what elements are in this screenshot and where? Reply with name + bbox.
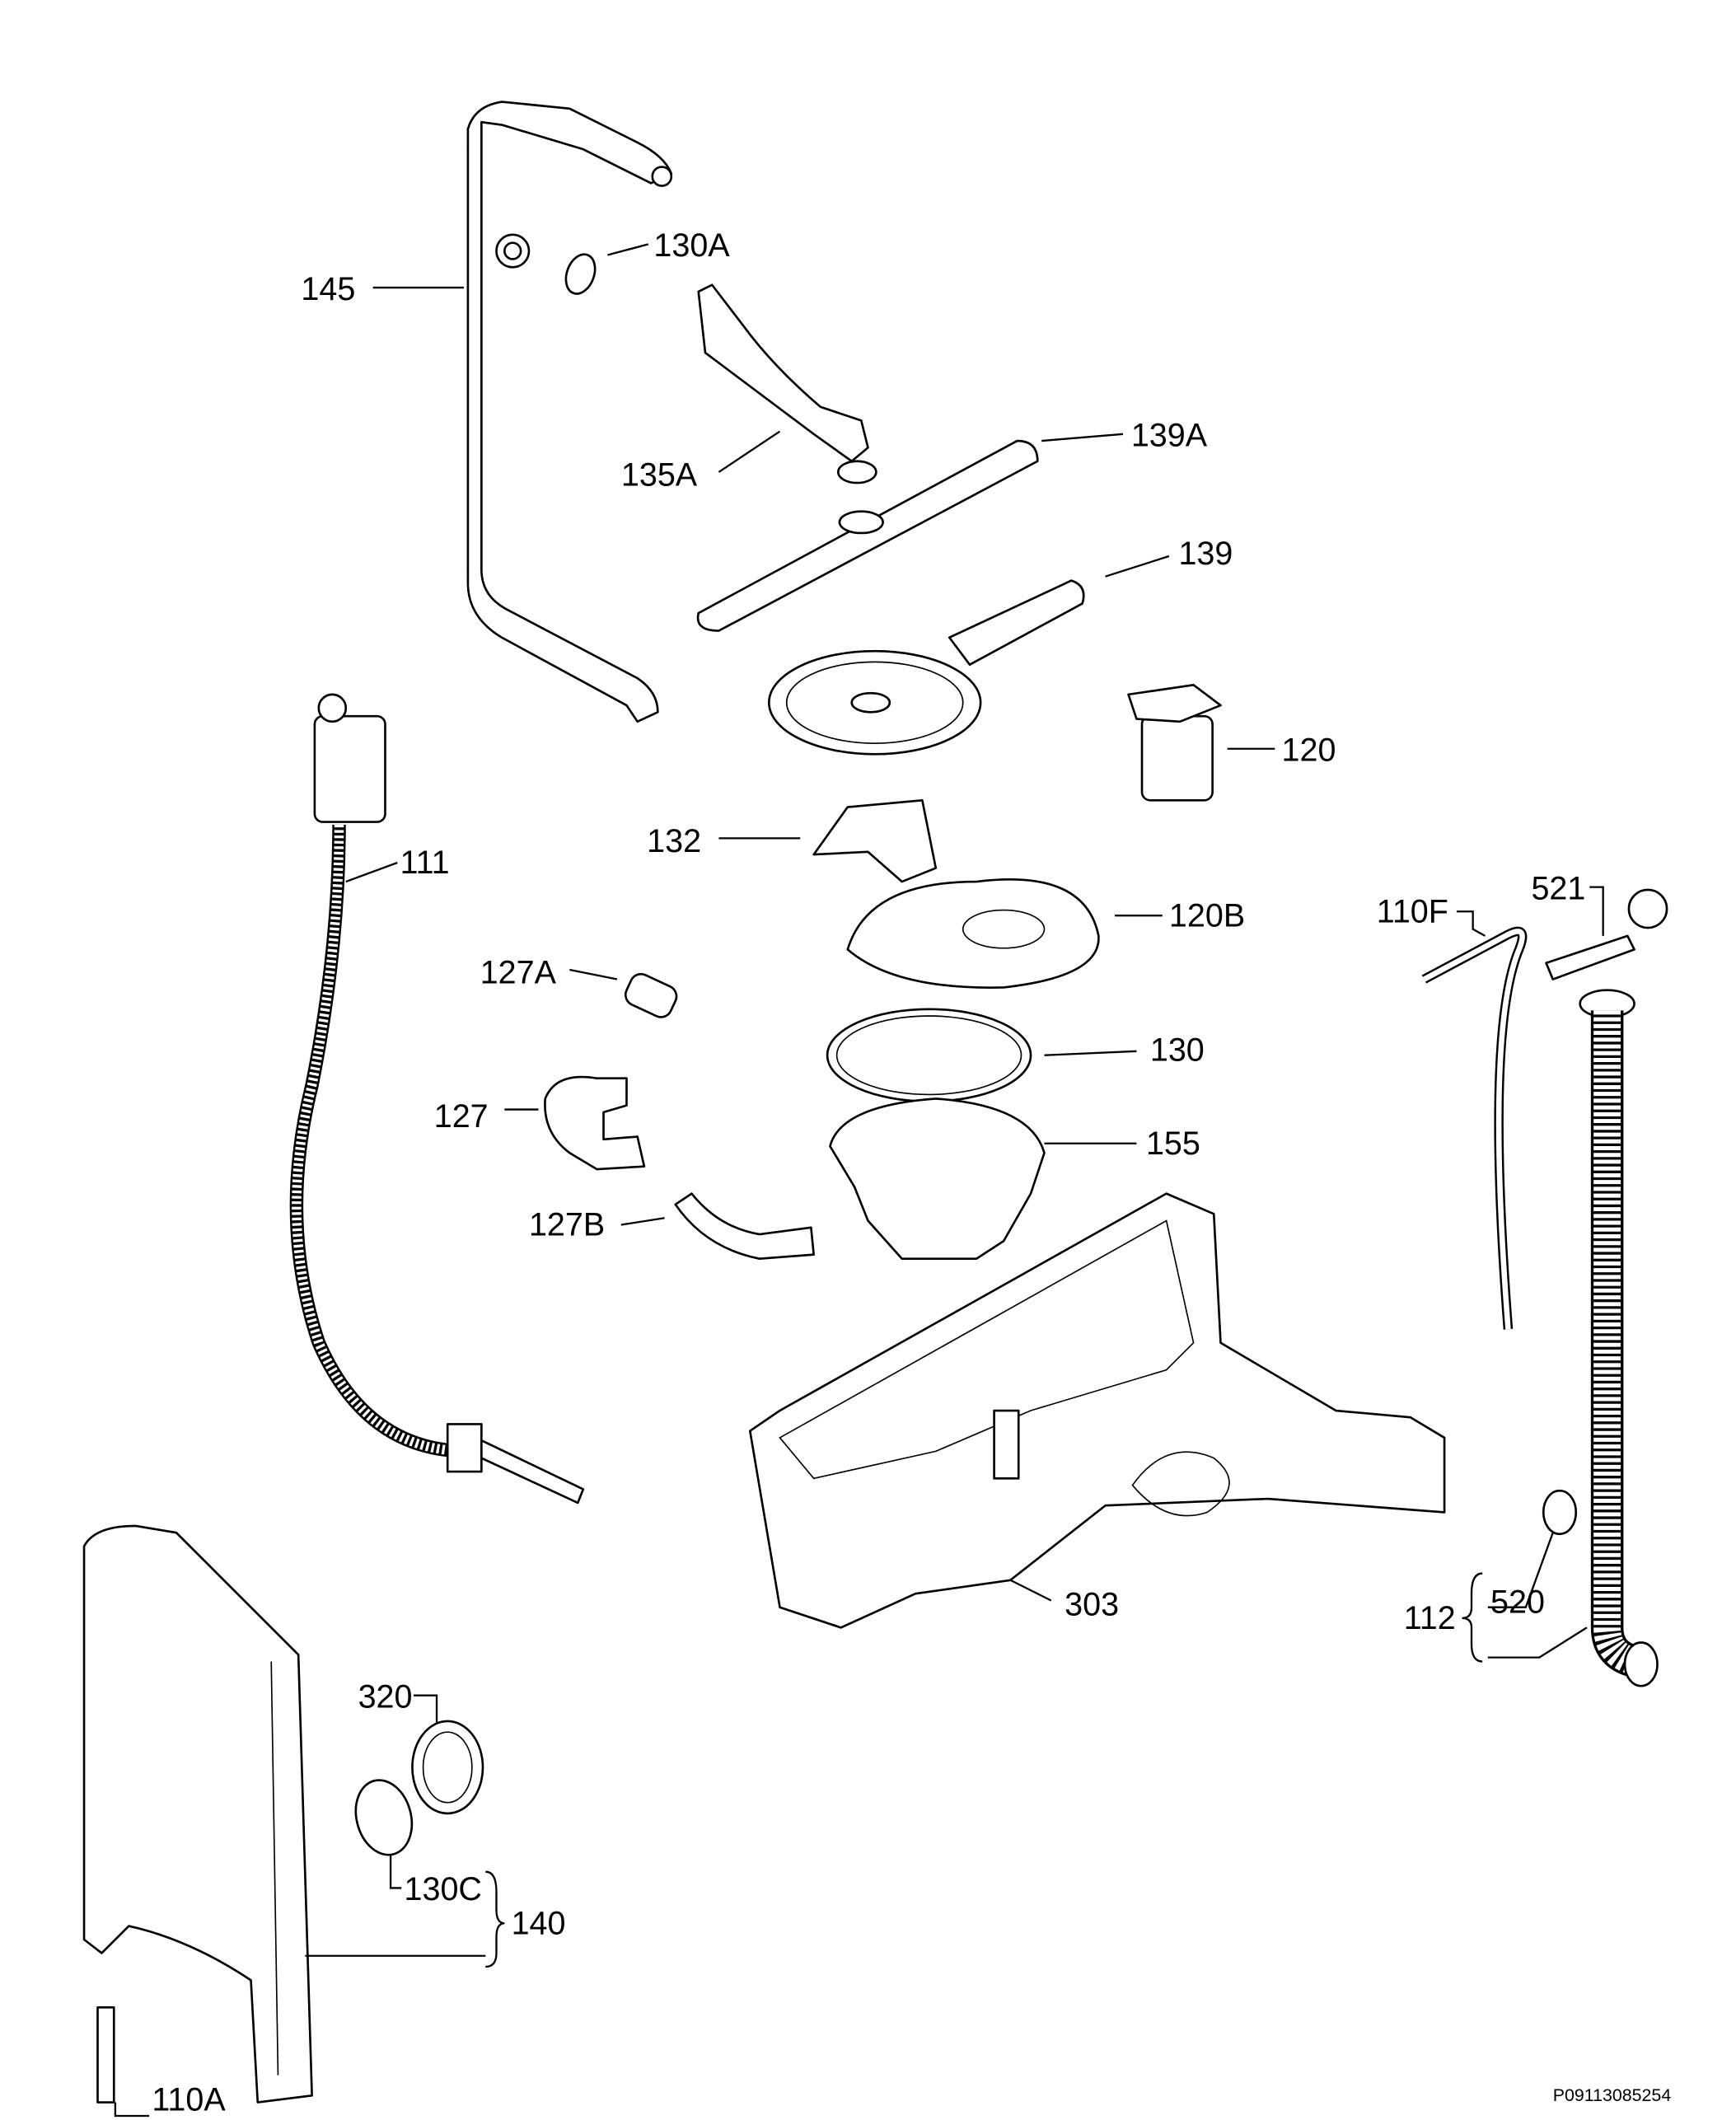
part-145-supply-pipe — [466, 101, 673, 723]
callout-303: 303 — [1065, 1587, 1119, 1623]
part-112-inlet-hose — [1542, 989, 1659, 1687]
part-140-side-cover — [82, 1524, 313, 2104]
callout-520: 520 — [1490, 1584, 1545, 1620]
callout-521: 521 — [1531, 870, 1585, 906]
callout-155: 155 — [1146, 1126, 1200, 1162]
callout-139: 139 — [1178, 536, 1233, 572]
callout-110A: 110A — [152, 2081, 226, 2118]
callout-140: 140 — [512, 1905, 566, 1941]
drawing-number: P09113085254 — [1553, 2085, 1672, 2105]
callout-135A: 135A — [621, 456, 698, 493]
part-120B-filter-plate — [846, 878, 1100, 989]
part-127B-hose — [674, 1192, 815, 1260]
callout-132: 132 — [647, 823, 701, 859]
callout-112: 112 — [1404, 1600, 1456, 1636]
callout-320: 320 — [358, 1679, 413, 1715]
part-130-seal — [826, 1008, 1032, 1103]
part-110F-tube — [1421, 926, 1528, 1330]
part-303-base-tub — [748, 1192, 1446, 1629]
part-155-sump — [829, 1097, 1046, 1260]
part-520-nut — [1542, 1489, 1578, 1536]
part-320-ring — [411, 1720, 484, 1815]
leader-lines — [114, 243, 1604, 2118]
callout-130C: 130C — [405, 1871, 482, 1907]
spray-arm-hub — [838, 510, 884, 535]
callout-labels: 145 130A 135A 139A 139 120 111 132 120B … — [152, 227, 1671, 2118]
part-139-lower-spray-arm — [768, 579, 1085, 756]
part-111-drain-hose — [289, 693, 585, 1505]
part-521-clip — [1545, 888, 1668, 980]
part-127A-fitting — [624, 972, 678, 1018]
seal-inner — [835, 1015, 1022, 1096]
callout-145: 145 — [301, 271, 355, 307]
callout-120: 120 — [1282, 732, 1336, 769]
callout-130A: 130A — [653, 227, 730, 264]
callout-127B: 127B — [529, 1207, 605, 1243]
part-132-bracket — [812, 798, 938, 883]
callout-127A: 127A — [480, 954, 557, 990]
part-120-filter — [1127, 684, 1222, 802]
part-139A-upper-spray-arm — [696, 439, 1039, 632]
part-130A-seal — [564, 253, 597, 295]
callout-110F: 110F — [1377, 893, 1448, 929]
part-130C-seal — [354, 1779, 414, 1856]
part-127-elbow — [544, 1075, 646, 1171]
callout-127: 127 — [434, 1098, 489, 1135]
callout-130: 130 — [1150, 1032, 1205, 1068]
callout-120B: 120B — [1169, 897, 1245, 934]
part-135A-spray-arm-connector — [697, 283, 877, 484]
callout-111: 111 — [400, 845, 450, 881]
callout-139A: 139A — [1131, 418, 1208, 454]
